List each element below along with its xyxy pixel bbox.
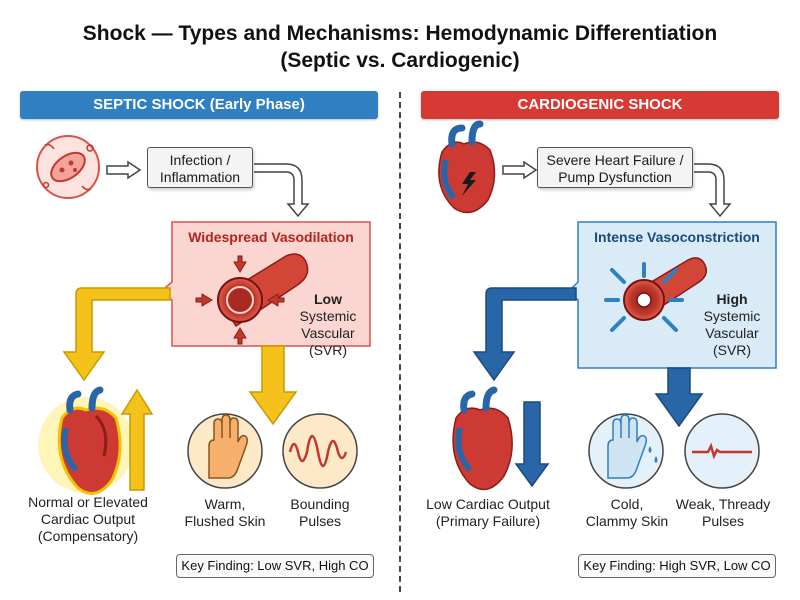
heart-icon-septic [38,386,134,495]
septic-svr-label: Low Systemic Vascular (SVR) [286,291,370,359]
septic-arrow-1 [106,160,142,180]
column-divider [399,92,401,592]
cardiogenic-svr-line-2: Systemic [703,308,761,324]
septic-svr-line-4: (SVR) [308,342,348,358]
cardiogenic-blue-arrow-down [654,367,704,428]
septic-cause-line-2: Inflammation [159,169,241,185]
septic-pulse-label: Bounding Pulses [270,496,370,530]
cardiogenic-skin-label: Cold, Clammy Skin [572,496,682,530]
bacteria-icon [36,135,100,199]
septic-co-line-3: (Compensatory) [37,528,139,544]
septic-skin-label: Warm, Flushed Skin [170,496,280,530]
septic-svr-word: Low [314,291,342,307]
cardiogenic-arrow-2 [694,163,732,218]
septic-cause-line-1: Infection / [169,152,231,168]
cardiogenic-co-line-2: (Primary Failure) [435,513,541,529]
cardiogenic-cause-box: Severe Heart Failure / Pump Dysfunction [537,147,693,188]
bounding-pulse-icon [282,413,358,489]
septic-co-label: Normal or Elevated Cardiac Output (Compe… [18,494,158,545]
cardiogenic-cause-line-2: Pump Dysfunction [558,169,672,185]
heart-damage-icon [438,120,496,214]
cardiogenic-pulse-label: Weak, Thready Pulses [668,496,778,530]
cardiogenic-key-finding: Key Finding: High SVR, Low CO [578,554,776,578]
septic-yellow-arrow-down [248,345,298,426]
septic-skin-line-1: Warm, [204,496,246,512]
heart-icon-cardiogenic [452,386,513,491]
cardiogenic-skin-line-1: Cold, [610,496,644,512]
septic-header: SEPTIC SHOCK (Early Phase) [20,91,378,119]
cardiogenic-header: CARDIOGENIC SHOCK [421,91,779,119]
cardiogenic-svr-label: High Systemic Vascular (SVR) [694,291,770,359]
cardiogenic-skin-line-2: Clammy Skin [585,513,669,529]
vessel-dilated-icon [195,253,309,345]
cardiogenic-svr-word: High [716,291,748,307]
cardiogenic-co-line-1: Low Cardiac Output [426,496,550,512]
septic-mechanism-title: Widespread Vasodilation [188,229,354,245]
cardiogenic-blue-arrow-left [472,287,577,382]
septic-cause-box: Infection / Inflammation [147,147,253,188]
cardiogenic-pulse-line-1: Weak, Thready [675,496,771,512]
septic-svr-line-3: Vascular [301,325,355,341]
cardiogenic-co-label: Low Cardiac Output (Primary Failure) [418,496,558,530]
weak-pulse-icon [684,413,760,489]
septic-up-arrow [120,388,154,491]
cardiogenic-svr-line-4: (SVR) [712,342,752,358]
cardiogenic-cause-line-1: Severe Heart Failure / [546,152,684,168]
cardiogenic-arrow-1 [502,160,538,180]
septic-co-line-1: Normal or Elevated [28,494,148,510]
title-line-1: Shock — Types and Mechanisms: Hemodynami… [82,22,718,45]
title-line-2: (Septic vs. Cardiogenic) [280,49,520,72]
warm-hand-icon [187,413,263,489]
cold-hand-icon [588,413,664,489]
septic-pulse-line-1: Bounding [290,496,350,512]
septic-arrow-2 [254,163,310,218]
septic-skin-line-2: Flushed Skin [184,513,266,529]
septic-yellow-arrow-left [62,287,171,382]
cardiogenic-svr-line-3: Vascular [705,325,759,341]
septic-svr-line-2: Systemic [299,308,357,324]
septic-pulse-line-2: Pulses [298,513,342,529]
cardiogenic-mechanism-title: Intense Vasoconstriction [594,229,760,245]
vessel-constricted-icon [604,257,708,332]
septic-co-line-2: Cardiac Output [40,511,136,527]
septic-key-finding: Key Finding: Low SVR, High CO [176,554,374,578]
cardiogenic-pulse-line-2: Pulses [701,513,745,529]
cardiogenic-down-arrow [514,401,550,488]
